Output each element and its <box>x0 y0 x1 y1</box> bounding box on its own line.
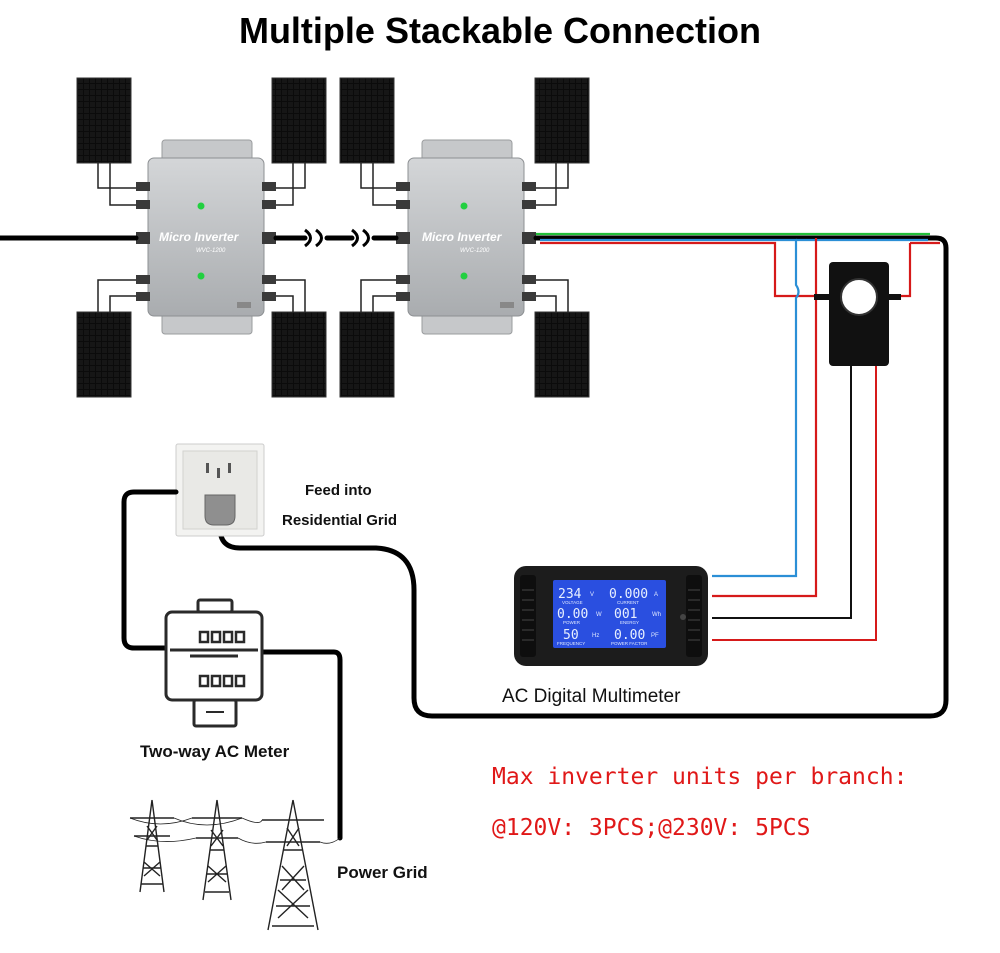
branch-limit-note-line2: @120V: 3PCS;@230V: 5PCS <box>492 815 811 841</box>
energy-value: 001 <box>614 607 637 622</box>
pf-label: POWER FACTOR <box>611 641 648 646</box>
frequency-unit: Hz <box>592 633 599 639</box>
feed-label-line1: Feed into <box>305 482 372 499</box>
power-grid-towers <box>129 799 341 931</box>
micro-inverter-2: Micro Inverter WVC-1200 <box>396 139 536 335</box>
current-value: 0.000 <box>609 587 648 602</box>
two-way-ac-meter <box>164 598 264 728</box>
cable-break-symbol <box>304 228 370 248</box>
inverter-model: WVC-1200 <box>196 248 226 254</box>
inverter-brand: Micro Inverter <box>422 230 503 244</box>
current-clamp <box>814 262 901 366</box>
clamp-leads <box>712 366 877 641</box>
energy-unit: Wh <box>652 612 661 618</box>
power-label: POWER <box>563 620 581 625</box>
pf-value: 0.00 <box>614 628 645 643</box>
feed-label-line2: Residential Grid <box>282 512 398 529</box>
voltage-label: VOLTAGE <box>562 600 583 605</box>
solar-panels <box>76 77 590 398</box>
branch-limit-note-line1: Max inverter units per branch: <box>492 764 908 790</box>
multimeter-label: AC Digital Multimeter <box>502 686 681 707</box>
current-unit: A <box>654 592 658 598</box>
frequency-label: FREQUENCY <box>557 641 585 646</box>
power-value: 0.00 <box>557 607 588 622</box>
pf-unit: PF <box>651 633 659 639</box>
meter-label: Two-way AC Meter <box>140 742 290 761</box>
power-grid-label: Power Grid <box>337 863 428 882</box>
solar-panel <box>271 311 327 398</box>
tower <box>262 799 324 931</box>
tower <box>130 799 174 893</box>
plug <box>204 494 236 526</box>
tower <box>192 799 242 901</box>
voltage-value: 234 <box>558 587 582 602</box>
energy-label: ENERGY <box>620 620 639 625</box>
ac-trunk-cable <box>0 235 949 719</box>
inverter-model: WVC-1200 <box>460 248 490 254</box>
inverter-brand: Micro Inverter <box>159 230 240 244</box>
ac-digital-multimeter: 234 V VOLTAGE 0.000 A CURRENT 0.00 W POW… <box>514 566 708 666</box>
frequency-value: 50 <box>563 628 579 643</box>
solar-panel <box>271 77 327 164</box>
lcd-screen <box>553 580 666 648</box>
micro-inverter-1: Micro Inverter WVC-1200 <box>136 139 276 335</box>
power-unit: W <box>596 612 602 618</box>
wall-socket <box>175 443 265 537</box>
solar-panel <box>339 77 395 164</box>
solar-panel <box>534 77 590 164</box>
solar-panel <box>339 311 395 398</box>
voltage-unit: V <box>590 592 594 598</box>
diagram-title: Multiple Stackable Connection <box>238 10 762 51</box>
meter-wiring <box>121 489 343 841</box>
solar-panel <box>76 77 132 164</box>
conductor-wires <box>536 232 940 598</box>
solar-panel <box>534 311 590 398</box>
solar-panel <box>76 311 132 398</box>
current-label: CURRENT <box>617 600 639 605</box>
